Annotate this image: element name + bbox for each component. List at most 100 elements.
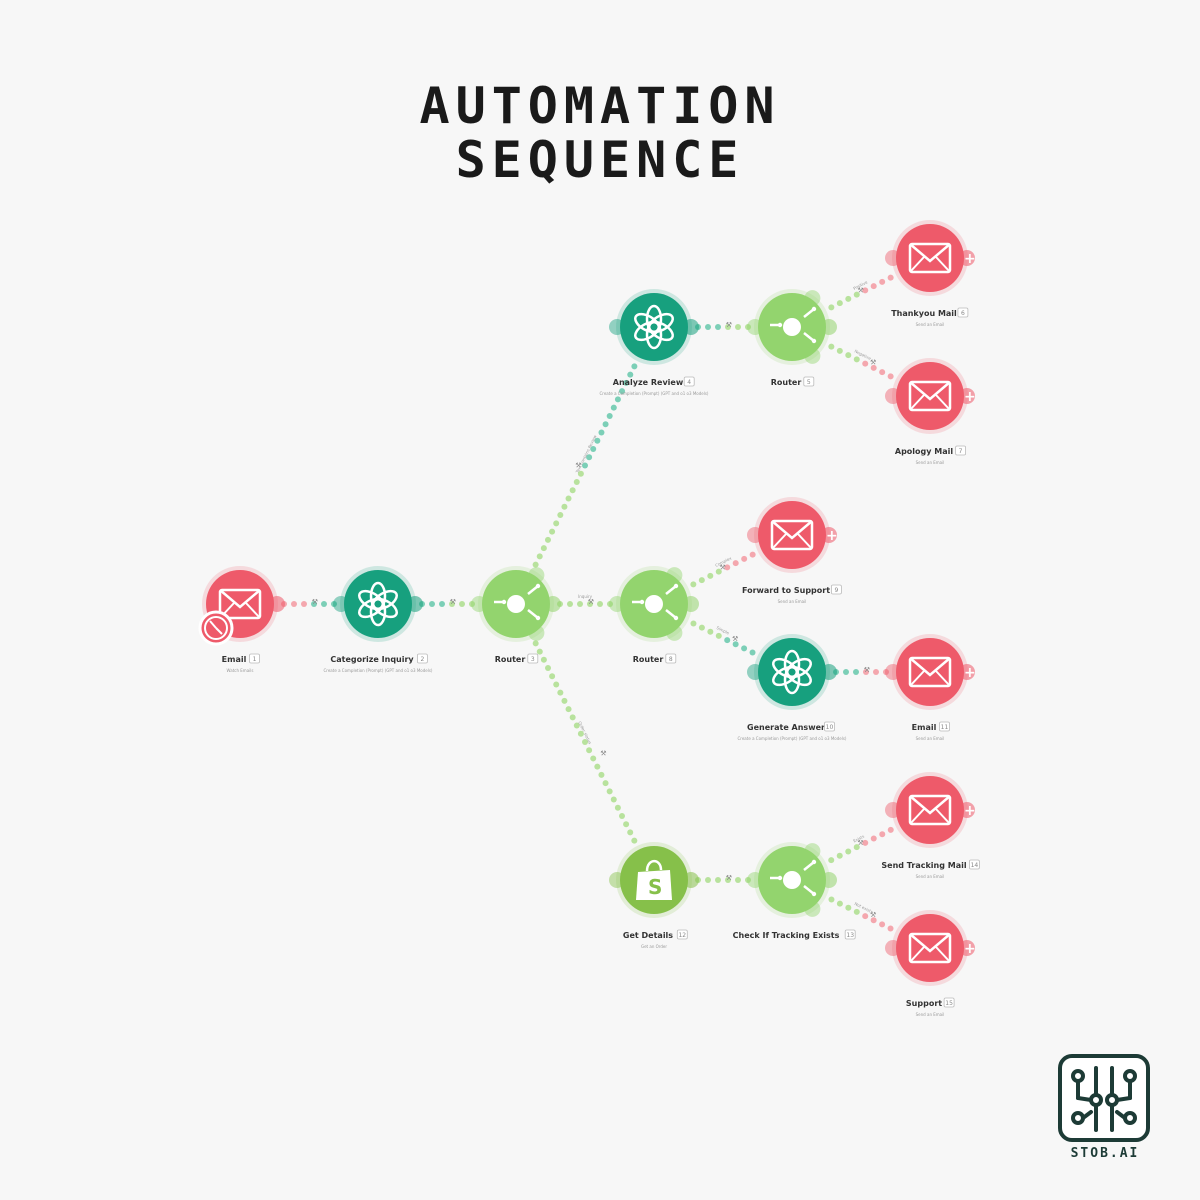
- connection-router-mid-to-generate-answer[interactable]: ⚒Simple: [690, 620, 756, 656]
- connection-dot: [573, 479, 580, 486]
- connection-analyze-review-to-router-review[interactable]: ⚒: [695, 321, 751, 330]
- wrench-icon[interactable]: ⚒: [588, 598, 594, 606]
- connection-router-review-to-thankyou-mail[interactable]: ⚒Positive: [828, 274, 894, 311]
- openai-icon: [772, 649, 812, 695]
- wrench-icon[interactable]: ⚒: [870, 358, 876, 366]
- module-circle[interactable]: [896, 638, 964, 706]
- add-module-icon[interactable]: +: [964, 251, 976, 267]
- connection-email-trigger-to-categorize[interactable]: ⚒: [281, 598, 337, 607]
- wrench-icon[interactable]: ⚒: [312, 598, 318, 606]
- connection-router-main-to-get-details[interactable]: ⚒Order status: [532, 640, 638, 844]
- module-subtitle: Get an Order: [641, 944, 667, 949]
- module-label: Analyze Review: [613, 378, 684, 387]
- add-module-icon[interactable]: +: [964, 803, 976, 819]
- add-module-icon[interactable]: +: [826, 528, 838, 544]
- connection-check-tracking-to-support[interactable]: ⚒Not exists: [828, 896, 894, 932]
- connection-dot: [586, 454, 593, 461]
- connection-filter-label[interactable]: Text contains Review: [574, 433, 598, 474]
- module-label: Check If Tracking Exists: [733, 931, 840, 940]
- wrench-icon[interactable]: ⚒: [450, 598, 456, 606]
- add-module-icon[interactable]: +: [964, 941, 976, 957]
- envelope-icon: [770, 519, 814, 551]
- connection-dot: [582, 462, 588, 469]
- module-badge-number: 12: [678, 932, 686, 939]
- wrench-icon[interactable]: ⚒: [870, 911, 876, 919]
- connection-generate-answer-to-email-answer[interactable]: ⚒: [833, 666, 889, 675]
- connection-dot: [532, 561, 539, 568]
- connection-dot: [745, 877, 751, 883]
- connection-dot: [845, 904, 852, 911]
- module-circle[interactable]: [896, 914, 964, 982]
- module-circle[interactable]: [620, 293, 688, 361]
- connection-dot: [549, 528, 556, 535]
- module-badge: [676, 929, 688, 940]
- connection-router-main-to-router-mid[interactable]: ⚒Inquiry: [557, 594, 613, 607]
- connection-filter-label[interactable]: Positive: [852, 279, 869, 291]
- wrench-icon[interactable]: ⚒: [857, 287, 863, 295]
- module-circle[interactable]: [344, 570, 412, 638]
- connection-filter-label[interactable]: Simple: [716, 625, 731, 636]
- module-circle[interactable]: [896, 224, 964, 292]
- connection-dot: [331, 601, 337, 607]
- shopify-bag-icon: S: [636, 859, 672, 900]
- connection-dot: [883, 669, 889, 675]
- add-module-icon[interactable]: +: [964, 389, 976, 405]
- connection-dot: [853, 844, 860, 851]
- module-badge: [939, 721, 950, 732]
- connection-dot: [594, 763, 601, 770]
- connection-dot: [698, 624, 705, 631]
- connection-filter-label[interactable]: Inquiry: [578, 594, 593, 599]
- wrench-icon[interactable]: ⚒: [732, 635, 738, 643]
- module-label: Get Details: [623, 931, 673, 940]
- module-circle[interactable]: [758, 638, 826, 706]
- circuit-logo-icon: [1071, 1066, 1137, 1132]
- connection-dot: [836, 300, 843, 307]
- module-badge-number: 3: [531, 656, 535, 663]
- module-subtitle: Send an Email: [778, 599, 807, 604]
- wrench-icon[interactable]: ⚒: [575, 462, 581, 470]
- module-badge: [844, 929, 856, 940]
- connection-router-review-to-apology-mail[interactable]: ⚒Negative: [828, 343, 894, 380]
- module-circle[interactable]: [758, 501, 826, 569]
- module-circle[interactable]: [896, 776, 964, 844]
- connection-get-details-to-check-tracking[interactable]: ⚒: [695, 874, 751, 883]
- wrench-icon[interactable]: ⚒: [726, 321, 732, 329]
- wrench-icon[interactable]: ⚒: [600, 749, 606, 757]
- connection-dot: [573, 722, 580, 729]
- connection-router-mid-to-forward-support[interactable]: ⚒Complex: [690, 551, 756, 588]
- clock-icon: [198, 610, 234, 646]
- module-subtitle: Create a Completion (Prompt) (GPT and o1…: [324, 668, 433, 673]
- module-circle[interactable]: [896, 362, 964, 430]
- wrench-icon[interactable]: ⚒: [726, 874, 732, 882]
- module-badge: [831, 584, 842, 595]
- connection-dot: [569, 714, 576, 721]
- title-line-2: SEQUENCE: [455, 131, 745, 189]
- connection-categorize-to-router-main[interactable]: ⚒: [419, 598, 475, 607]
- wrench-icon[interactable]: ⚒: [857, 839, 863, 847]
- add-module-icon[interactable]: +: [964, 665, 976, 681]
- module-label: Router: [633, 655, 664, 664]
- connection-dot: [735, 877, 741, 883]
- connection-filter-label[interactable]: Exists: [852, 834, 865, 844]
- connection-check-tracking-to-send-tracking[interactable]: ⚒Exists: [828, 826, 894, 864]
- connection-dot: [545, 665, 552, 672]
- wrench-icon[interactable]: ⚒: [864, 666, 870, 674]
- wrench-icon[interactable]: ⚒: [719, 564, 725, 572]
